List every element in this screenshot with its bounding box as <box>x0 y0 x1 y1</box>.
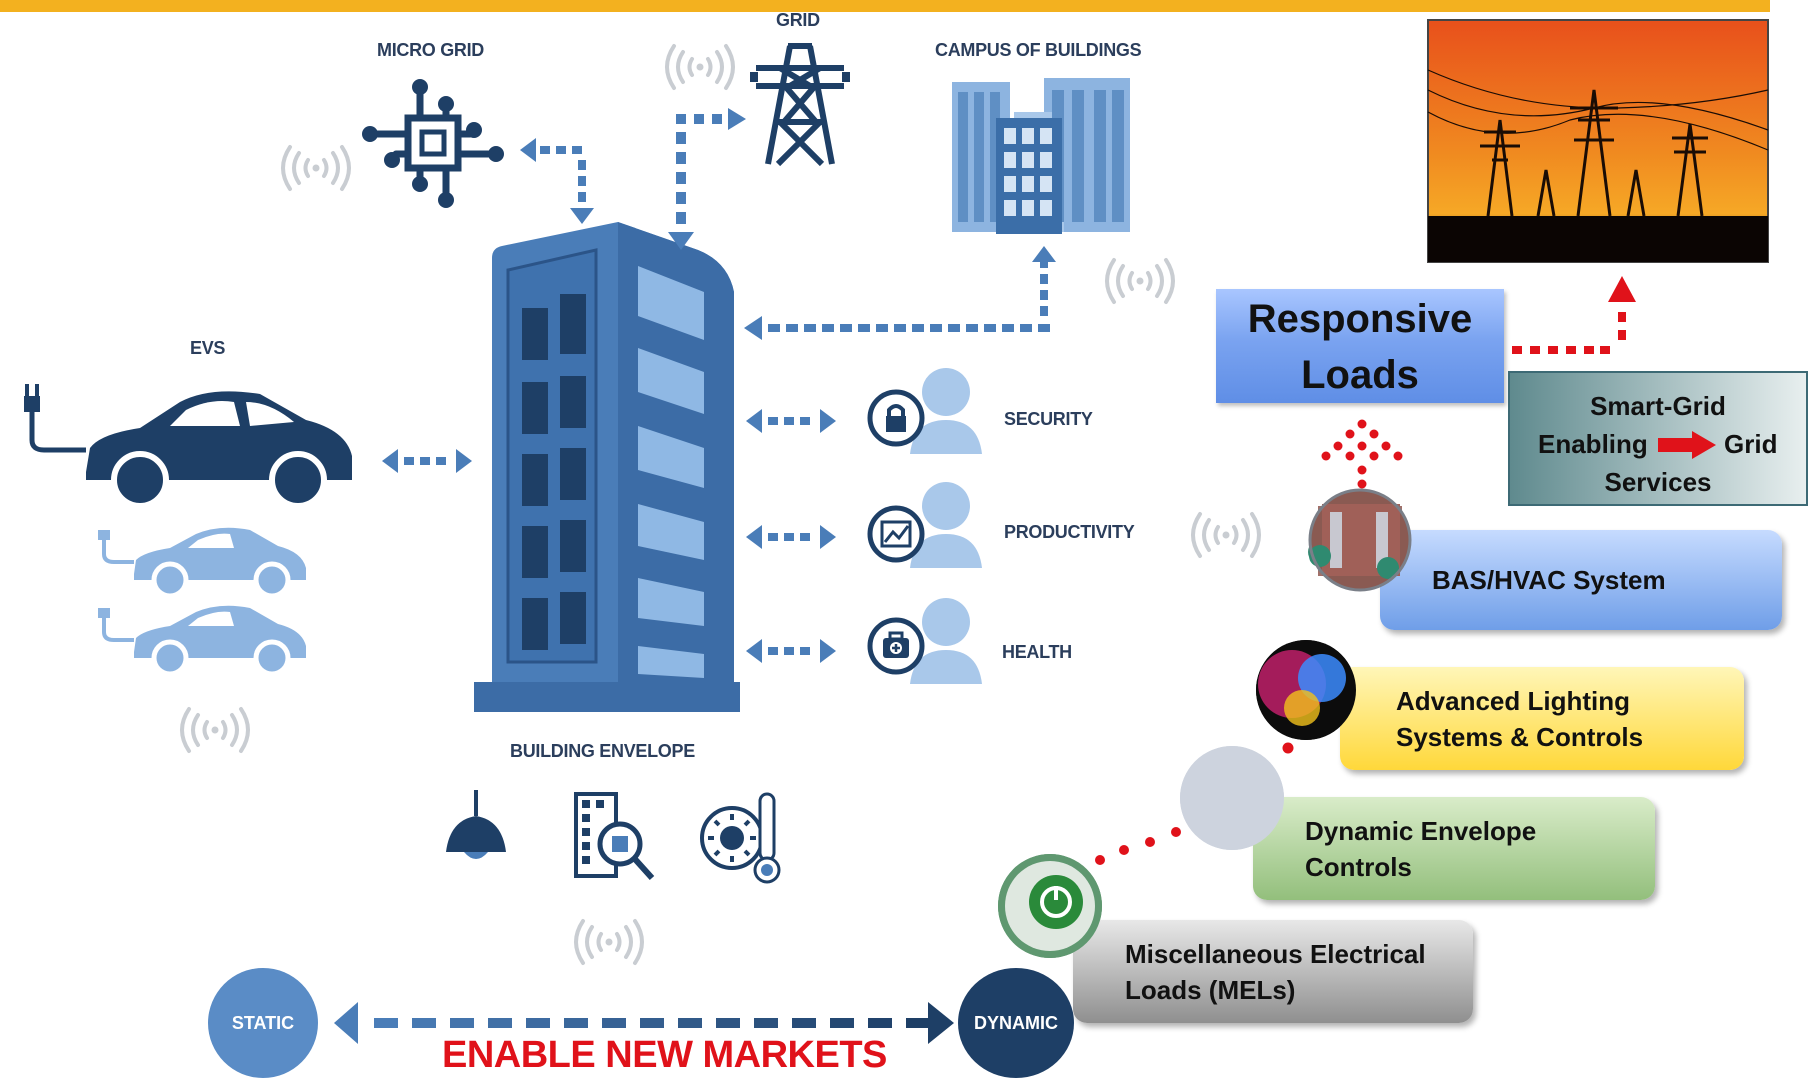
static-dynamic-arrow <box>334 1002 954 1044</box>
productivity-label: PRODUCTIVITY <box>1004 522 1135 542</box>
health-label: HEALTH <box>1002 642 1072 662</box>
dynamic-envelope-line1: Dynamic Envelope <box>1305 816 1537 846</box>
ev-car-light-icon <box>98 605 306 677</box>
dynamic-envelope-line2: Controls <box>1305 852 1412 882</box>
main-building-icon <box>474 222 740 712</box>
dynamic-bubble: DYNAMIC <box>958 968 1074 1078</box>
responsive-loads-line2: Loads <box>1301 353 1419 397</box>
security-label: SECURITY <box>1004 409 1093 429</box>
right-arrow-icon <box>1658 431 1716 459</box>
responsive-loads-line1: Responsive <box>1247 297 1473 341</box>
smart-grid-services: Services <box>1604 467 1712 497</box>
wifi-icon <box>1105 258 1175 304</box>
mels-card: Miscellaneous Electrical Loads (MELs) <box>1073 920 1473 1023</box>
bas-hvac-line1: BAS/HVAC System <box>1432 565 1666 595</box>
sun-thermometer-icon <box>700 792 781 884</box>
bas-hvac-card: BAS/HVAC System <box>1380 530 1782 630</box>
smart-grid-line2: Enabling Grid <box>1510 425 1806 463</box>
smart-grid-line1: Smart-Grid <box>1590 391 1726 421</box>
wifi-icon <box>281 145 351 191</box>
campus-label: CAMPUS OF BUILDINGS <box>935 40 1142 60</box>
building-to-grid-arrow <box>668 108 746 250</box>
micro-grid-chip-icon <box>362 79 504 208</box>
building-to-microgrid-arrow <box>520 138 594 224</box>
evs-label: EVS <box>190 338 226 358</box>
mels-line2: Loads (MELs) <box>1125 975 1296 1005</box>
building-to-campus-arrow <box>744 246 1056 340</box>
micro-grid-label: MICRO GRID <box>377 40 484 60</box>
wifi-icon <box>180 707 250 753</box>
smart-grid-box: Smart-Grid Enabling Grid Services <box>1508 371 1808 506</box>
enable-new-markets-label: ENABLE NEW MARKETS <box>442 1034 887 1076</box>
security-person-lock-icon <box>867 368 982 454</box>
advanced-lighting-line2: Systems & Controls <box>1396 722 1644 752</box>
grid-tower-icon <box>750 43 850 167</box>
responsive-to-photo-arrow <box>1512 276 1636 354</box>
building-to-security-arrow <box>746 409 836 433</box>
wifi-icon <box>574 919 644 965</box>
top-accent-bar <box>0 0 1770 12</box>
lamp-icon <box>446 790 506 859</box>
mels-line1: Miscellaneous Electrical <box>1125 939 1426 969</box>
grid-label: GRID <box>776 10 820 30</box>
smart-grid-enabling: Enabling <box>1538 429 1648 459</box>
ev-car-light-icon <box>98 527 306 599</box>
smart-grid-grid: Grid <box>1724 429 1778 459</box>
advanced-lighting-card: Advanced Lighting Systems & Controls <box>1340 667 1744 770</box>
ev-car-dark-icon <box>24 384 352 509</box>
building-to-evs-arrow <box>382 449 472 473</box>
advanced-lighting-line1: Advanced Lighting <box>1396 686 1630 716</box>
building-window-magnifier-icon <box>574 792 655 881</box>
dynamic-envelope-card: Dynamic Envelope Controls <box>1253 797 1655 900</box>
static-bubble: STATIC <box>208 968 318 1078</box>
productivity-person-chart-icon <box>867 482 982 568</box>
wifi-icon <box>1191 512 1261 558</box>
wifi-icon <box>665 44 735 90</box>
campus-buildings-icon <box>952 78 1130 234</box>
health-person-firstaid-icon <box>867 598 982 684</box>
building-envelope-label: BUILDING ENVELOPE <box>510 741 695 761</box>
power-lines-sunset-photo <box>1427 19 1769 263</box>
building-to-health-arrow <box>746 639 836 663</box>
building-to-productivity-arrow <box>746 525 836 549</box>
responsive-loads-box: Responsive Loads <box>1216 289 1504 403</box>
